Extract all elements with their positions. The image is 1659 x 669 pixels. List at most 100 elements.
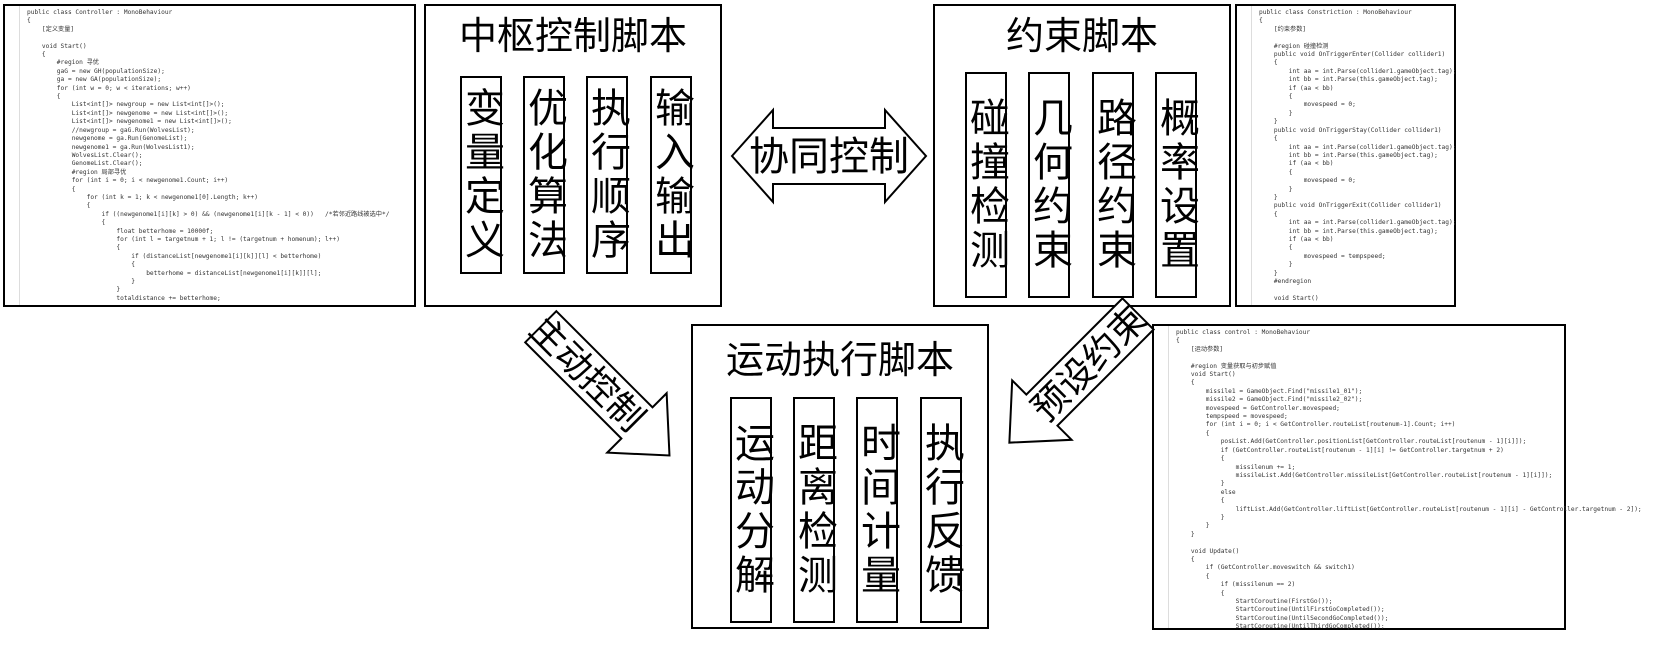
code-line: { [1176, 337, 1180, 345]
code-line: if (aa < bb) [1259, 235, 1334, 243]
code-line: newgenome1 = ga.Run(WolvesList1); [27, 143, 195, 151]
code-line: { [27, 185, 76, 193]
code-line: } [1259, 118, 1278, 126]
motion-item-label: 运动分解 [728, 422, 774, 598]
preset-constraint-label: 预设约束 [1024, 299, 1155, 430]
code-line: movespeed = 0; [1259, 101, 1356, 109]
code-line: { [1176, 455, 1225, 463]
code-text-constriction: public class Constriction : MonoBehaviou… [1237, 6, 1457, 303]
code-line: tempspeed = movespeed; [1176, 413, 1288, 421]
code-line: if (distanceList[newgenome1[i][k]][l] < … [27, 252, 322, 260]
code-line: } [1259, 261, 1293, 269]
code-line: [运动参数] [1176, 345, 1224, 353]
active-control-label: 主动控制 [521, 309, 652, 440]
code-line: newgenome = ga.Run(GenomeList); [27, 135, 188, 143]
code-line: int aa = int.Parse(collider1.gameObject.… [1259, 219, 1457, 227]
code-line: List<int[]> newgroup = new List<int[]>()… [27, 101, 225, 109]
code-line: [定义变量] [27, 25, 75, 33]
code-line: { [1176, 429, 1210, 437]
motion-item-motion-decomposition: 运动分解 [728, 397, 774, 623]
active-control-arrow-group: 主动控制 [521, 309, 671, 457]
code-line: { [27, 219, 106, 227]
code-line: } [1259, 193, 1278, 201]
code-line: missileList.Add(GetController.missileLis… [1176, 471, 1553, 479]
code-panel-control: public class control : MonoBehaviour{ [运… [1152, 324, 1642, 632]
constraint-item-geometric-constraint: 几何约束 [1026, 72, 1072, 298]
code-line: } [1176, 513, 1225, 521]
code-text-control: public class control : MonoBehaviour{ [运… [1154, 326, 1642, 632]
code-line: } [27, 278, 136, 285]
code-line: public class Constriction : MonoBehaviou… [1259, 9, 1412, 16]
code-line: if (missilenum == 2) [1176, 581, 1296, 589]
code-line: { [1259, 210, 1278, 218]
code-line: GenomeList.Clear(); [27, 160, 143, 168]
constraint-script-box: 约束脚本 碰撞检测 几何约束 路径约束 概率设置 [933, 4, 1231, 307]
code-line: movespeed = tempspeed; [1259, 252, 1386, 260]
code-line: { [1259, 244, 1293, 252]
code-panel-constriction: public class Constriction : MonoBehaviou… [1235, 4, 1456, 307]
central-item-execution-order: 执行顺序 [584, 76, 630, 274]
code-line: for (int i = 0; i < GetController.routeL… [1176, 421, 1456, 429]
code-line: movespeed = 0; [1259, 177, 1356, 185]
code-line: { [27, 261, 136, 269]
code-line: for (int l = targetnum + 1; l != (target… [27, 235, 340, 243]
code-line: movespeed = GetController.movespeed; [1176, 404, 1340, 412]
code-panel-controller: public class Controller : MonoBehaviour{… [3, 4, 416, 307]
code-line: { [1176, 555, 1195, 563]
central-item-optimization-algorithm: 优化算法 [521, 76, 567, 274]
code-line: List<int[]> newgenome = new List<int[]>(… [27, 109, 229, 117]
active-control-arrow [523, 309, 671, 457]
code-line: #region 局部寻优 [27, 168, 127, 176]
code-line: if (aa < bb) [1259, 160, 1334, 168]
code-line: WolvesList.Clear(); [27, 151, 143, 159]
central-item-label: 优化算法 [521, 87, 567, 263]
code-line: { [1259, 17, 1263, 25]
constraint-item-collision-detection: 碰撞检测 [963, 72, 1009, 298]
central-item-input-output: 输入输出 [648, 76, 694, 274]
code-line: missilenum += 1; [1176, 463, 1296, 471]
code-line: if ((newgenome1[i][k] > 0) && (newgenome… [27, 210, 390, 218]
motion-item-label: 距离检测 [791, 422, 837, 598]
code-line: StartCoroutine(UntilSecondGoCompleted())… [1176, 614, 1389, 622]
code-line: } [1176, 522, 1210, 530]
code-line: void Start() [1176, 371, 1236, 379]
code-line: void Start() [1259, 294, 1319, 302]
code-line: List<int[]> newgenome1 = new List<int[]>… [27, 118, 232, 126]
code-line: { [27, 93, 61, 101]
code-line: { [1259, 59, 1278, 67]
code-line: if (GetController.moveswitch && switch1) [1176, 564, 1355, 572]
code-line: void Start() [27, 42, 87, 50]
code-line: { [27, 17, 31, 25]
code-line: #region 碰撞检测 [1259, 42, 1329, 50]
code-line: totaldistance += betterhome; [27, 294, 221, 302]
code-line: void Update() [1176, 547, 1240, 555]
constraint-item-path-constraint: 路径约束 [1090, 72, 1136, 298]
central-item-label: 执行顺序 [584, 87, 630, 263]
code-line: } [1176, 530, 1195, 538]
cooperative-control-arrow [730, 107, 928, 205]
code-line: ga = new GA(populationSize); [27, 76, 162, 84]
code-gutter [1237, 6, 1252, 305]
code-line: float betterhome = 10000f; [27, 227, 214, 235]
central-item-label: 输入输出 [648, 87, 694, 263]
code-gutter [1154, 326, 1169, 628]
code-line: { [1259, 93, 1293, 101]
code-line: } [1259, 109, 1293, 117]
motion-item-execution-feedback: 执行反馈 [918, 397, 964, 623]
code-line: int bb = int.Parse(this.gameObject.tag); [1259, 227, 1438, 235]
code-line: if (GetController.routeList[routenum - 1… [1176, 446, 1504, 454]
code-line: public void OnTriggerExit(Collider colli… [1259, 202, 1442, 210]
central-control-box: 中枢控制脚本 变量定义 优化算法 执行顺序 输入输出 [424, 4, 722, 307]
code-line: missile2 = GameObject.Find("missile2_02"… [1176, 396, 1363, 404]
constraint-item-label: 碰撞检测 [963, 97, 1009, 273]
code-line: #region 变量获取与初步赋值 [1176, 362, 1277, 370]
code-line: { [1176, 589, 1225, 597]
constraint-item-label: 几何约束 [1026, 97, 1072, 273]
code-line: if (aa < bb) [1259, 84, 1334, 92]
code-line: int aa = int.Parse(collider1.gameObject.… [1259, 143, 1457, 151]
code-line: int aa = int.Parse(collider1.gameObject.… [1259, 67, 1457, 75]
preset-constraint-arrow [1008, 296, 1156, 444]
code-line: for (int i = 0; i < newgenome1.Count; i+… [27, 177, 229, 185]
code-line: { [27, 51, 46, 59]
